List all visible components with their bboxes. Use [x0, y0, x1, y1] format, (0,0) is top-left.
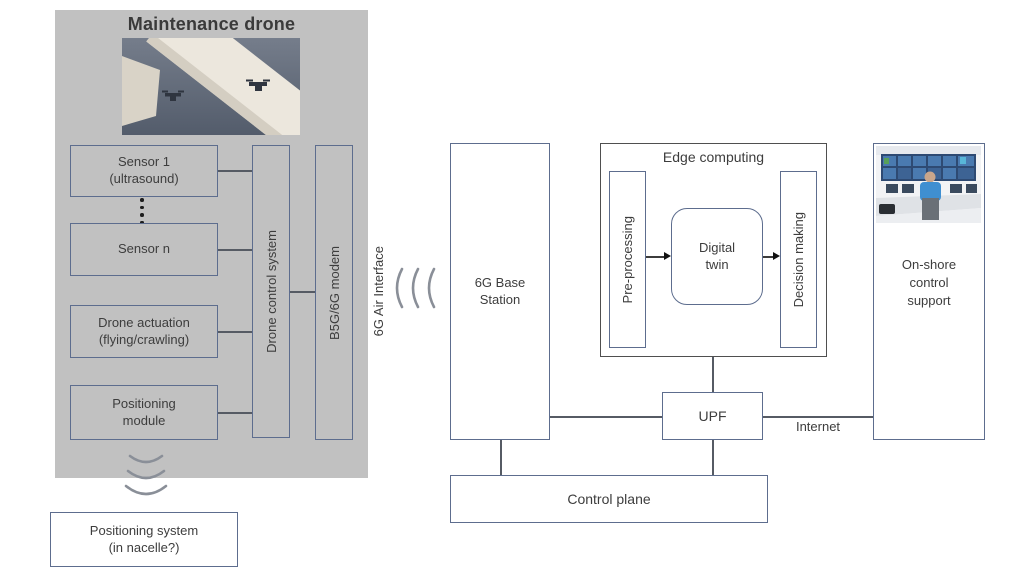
edge-computing-title: Edge computing — [662, 149, 765, 165]
drone-silhouette-left — [162, 90, 184, 101]
drone-control-system-box: Drone control system — [252, 145, 290, 438]
connector-positioning-dcs — [218, 412, 252, 414]
sensor-n-box: Sensor n — [70, 223, 218, 276]
pre-processing-box: Pre-processing — [609, 171, 646, 348]
onshore-support-box: On-shore control support — [873, 143, 985, 440]
pre-processing-label: Pre-processing — [620, 215, 635, 304]
connector-edge-upf — [712, 357, 714, 392]
connector-upf-controlplane — [712, 440, 714, 475]
base-station-box: 6G Base Station — [450, 143, 550, 440]
maintenance-drone-panel: Maintenance drone — [55, 10, 368, 478]
drone-silhouette-right — [246, 79, 270, 91]
arrow-digitaltwin-to-decisionmaking — [763, 252, 780, 261]
sensor-1-box: Sensor 1 (ultrasound) — [70, 145, 218, 197]
ellipsis-dots — [140, 198, 144, 224]
positioning-module-box: Positioning module — [70, 385, 218, 440]
decision-making-label: Decision making — [791, 211, 806, 308]
upf-box: UPF — [662, 392, 763, 440]
digital-twin-box: Digital twin — [671, 208, 763, 305]
positioning-system-box: Positioning system (in nacelle?) — [50, 512, 238, 567]
drone-control-system-label: Drone control system — [263, 230, 279, 353]
connector-sensorn-dcs — [218, 249, 252, 251]
drone-actuation-box: Drone actuation (flying/crawling) — [70, 305, 218, 358]
connector-basestation-upf — [550, 416, 662, 418]
connector-actuation-dcs — [218, 331, 252, 333]
connector-sensor1-dcs — [218, 170, 252, 172]
onshore-support-label: On-shore control support — [901, 257, 957, 309]
air-interface-label-wrap: 6G Air Interface — [366, 222, 390, 360]
decision-making-box: Decision making — [780, 171, 817, 348]
connector-dcs-modem — [290, 291, 315, 293]
panel-title: Maintenance drone — [127, 14, 296, 34]
edge-computing-box: Edge computing Pre-processing Digital tw… — [600, 143, 827, 357]
arrow-preprocessing-to-digitaltwin — [646, 252, 671, 261]
modem-label: B5G/6G modem — [326, 245, 342, 340]
control-plane-box: Control plane — [450, 475, 768, 523]
connector-basestation-controlplane — [500, 440, 502, 475]
modem-box: B5G/6G modem — [315, 145, 353, 440]
air-interface-waves-icon — [395, 267, 436, 309]
connector-upf-onshore — [763, 416, 873, 418]
positioning-waves-icon — [124, 454, 168, 496]
drone-photo — [122, 38, 300, 135]
air-interface-label: 6G Air Interface — [370, 245, 386, 337]
internet-label: Internet — [795, 419, 841, 434]
control-room-photo — [876, 146, 981, 223]
